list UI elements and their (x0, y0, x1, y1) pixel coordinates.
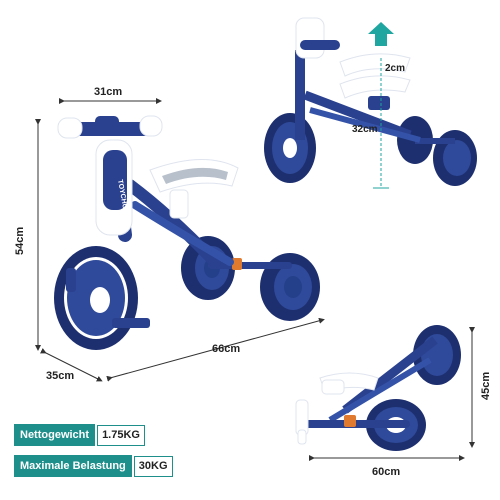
folded-length-label: 60cm (372, 466, 401, 478)
folded-height-label: 45cm (480, 371, 492, 400)
spec-value: 30KG (133, 455, 173, 477)
height-label: 54cm (14, 226, 26, 255)
front-wheel (54, 246, 138, 350)
rear-wheel-near (260, 253, 320, 321)
handlebar-width-label: 31cm (94, 86, 123, 98)
main-tricycle: TOYCHOOS (54, 115, 320, 350)
seat-height-label: 32cm (352, 124, 378, 135)
adjustable-seat-view (264, 17, 477, 189)
depth-label: 35cm (46, 370, 75, 382)
length-label: 66cm (212, 343, 241, 355)
spec-label: Nettogewicht (14, 424, 96, 446)
spec-label: Maximale Belastung (14, 455, 132, 477)
spec-value: 1.75KG (97, 424, 145, 446)
folded-view (295, 325, 461, 451)
spec-net-weight: Nettogewicht 1.75KG (14, 424, 145, 446)
spec-max-load: Maximale Belastung 30KG (14, 455, 173, 477)
seat-adjust-label: 2cm (385, 63, 406, 74)
